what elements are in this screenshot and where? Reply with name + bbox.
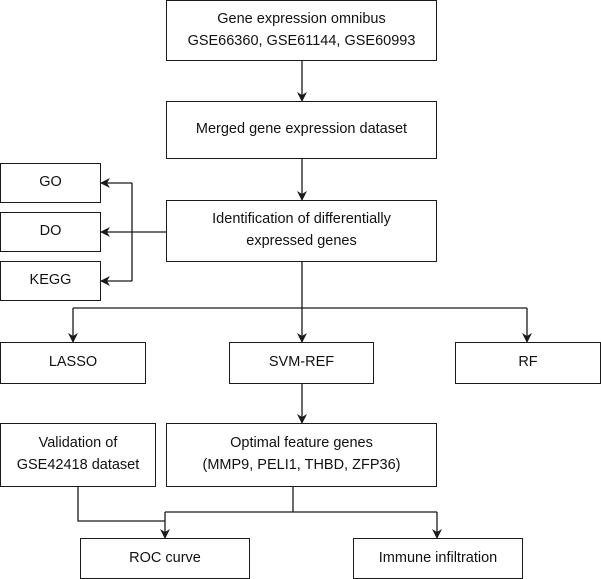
node-merged-line1: Merged gene expression dataset (195, 121, 408, 138)
node-immune-line1: Immune infiltration (378, 549, 498, 566)
node-do-line1: DO (39, 223, 62, 240)
node-optimal-line2: (MMP9, PELI1, THBD, ZFP36) (202, 457, 401, 473)
node-deg-line1: Identification of differentially (212, 211, 391, 228)
node-go-line1: GO (39, 174, 62, 191)
node-roc: ROC curve (80, 538, 250, 579)
node-validation-line1: Validation of (38, 435, 118, 452)
edge-validation-roc (77, 487, 165, 522)
node-svm-line1: SVM-REF (268, 354, 335, 371)
node-validation-line2: GSE42418 dataset (16, 457, 140, 473)
node-geo: Gene expression omnibus GSE66360, GSE611… (166, 0, 437, 61)
node-validation: Validation of GSE42418 dataset (0, 423, 156, 487)
node-optimal-line1: Optimal feature genes (230, 435, 373, 452)
node-do: DO (0, 212, 101, 252)
node-lasso-line1: LASSO (48, 354, 98, 371)
node-kegg-line1: KEGG (29, 272, 72, 289)
node-deg: Identification of differentially express… (166, 200, 437, 262)
node-rf-line1: RF (518, 354, 538, 371)
node-kegg: KEGG (0, 261, 101, 301)
node-lasso: LASSO (0, 342, 146, 384)
node-roc-line1: ROC curve (129, 549, 201, 566)
node-deg-line2: expressed genes (246, 233, 357, 249)
node-immune: Immune infiltration (353, 538, 523, 579)
node-go: GO (0, 163, 101, 203)
node-merged: Merged gene expression dataset (166, 101, 437, 159)
node-geo-line1: Gene expression omnibus (217, 10, 386, 27)
node-geo-line2: GSE66360, GSE61144, GSE60993 (187, 32, 416, 49)
node-optimal: Optimal feature genes (MMP9, PELI1, THBD… (166, 423, 437, 487)
node-rf: RF (455, 342, 601, 384)
node-svm: SVM-REF (229, 342, 374, 384)
